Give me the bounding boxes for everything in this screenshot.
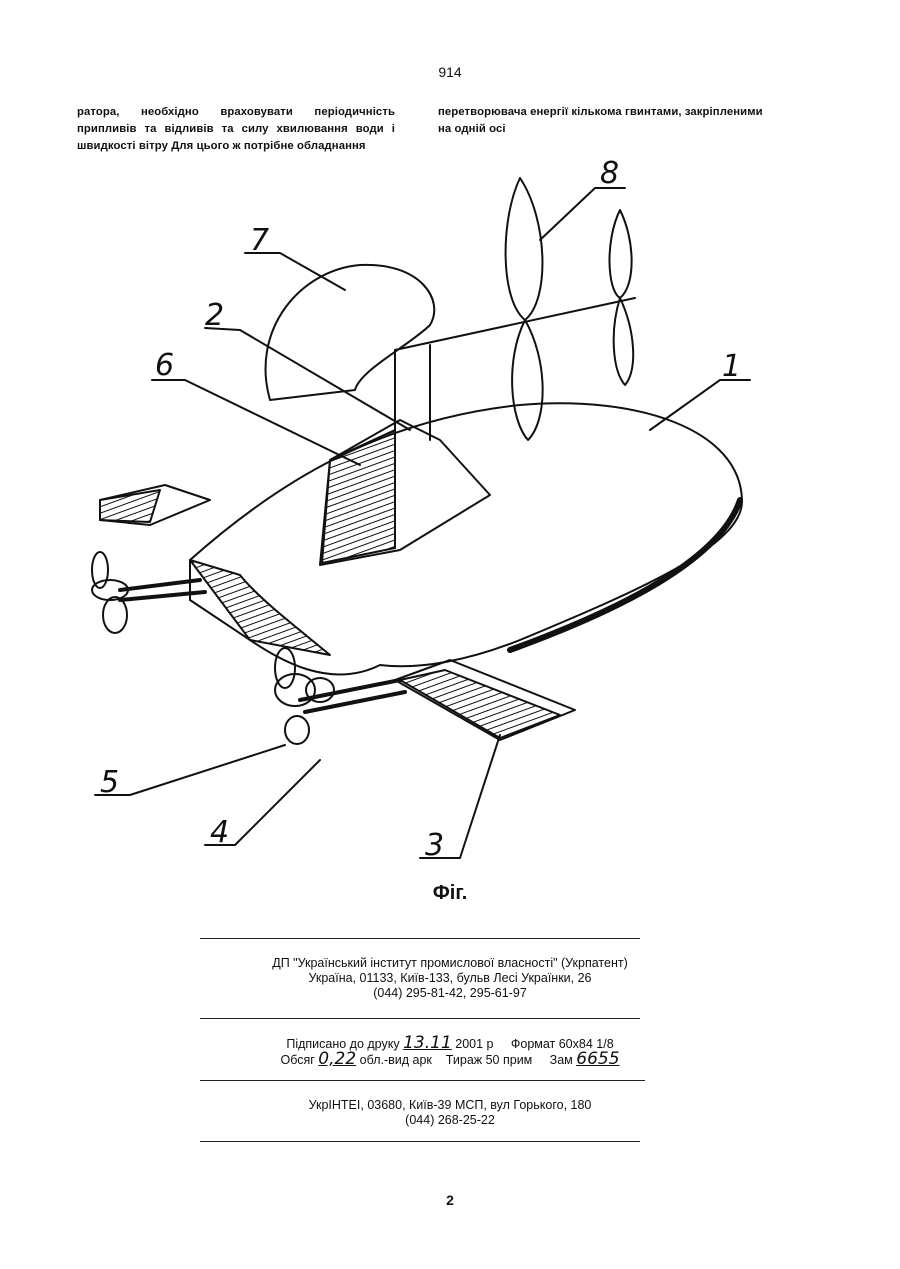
label-4: 4 <box>210 815 229 850</box>
printer-line-1: УкрІНТЕІ, 03680, Київ-39 МСП, вул Горько… <box>0 1098 900 1113</box>
publisher-line-3: (044) 295-81-42, 295-61-97 <box>0 986 900 1001</box>
print-year: 2001 р <box>455 1037 493 1051</box>
divider <box>200 938 640 939</box>
text-column-left: ратора, необхідно враховувати періодичні… <box>77 104 395 155</box>
rotor-blade-1 <box>506 178 543 320</box>
page-number-bottom: 2 <box>0 1192 900 1208</box>
rotor-blade-2 <box>512 320 543 440</box>
label-5: 5 <box>100 765 119 800</box>
leader-1 <box>650 380 750 430</box>
divider <box>200 1080 645 1081</box>
left-stabilizer-hatch <box>100 490 160 522</box>
rotor-blade-4 <box>614 298 634 385</box>
divider <box>200 1018 640 1019</box>
boom-left <box>120 580 205 600</box>
mast-fairing-hatched <box>322 430 395 563</box>
hull-hatched-front <box>190 560 330 655</box>
publisher-block: ДП "Український інститут промислової вла… <box>0 956 900 1001</box>
mast <box>395 345 430 548</box>
leader-2 <box>205 328 410 430</box>
label-3: 3 <box>425 828 444 863</box>
volume-unit: обл.-вид арк <box>360 1053 432 1067</box>
circulation: Тираж 50 прим <box>446 1053 532 1067</box>
label-2: 2 <box>205 298 224 333</box>
text-column-right: перетворювача енергії кількома гвинтами,… <box>438 104 768 138</box>
figure-caption: Фіг. <box>0 882 900 905</box>
volume-value: 0,22 <box>318 1049 356 1069</box>
publisher-line-1: ДП "Український інститут промислової вла… <box>0 956 900 971</box>
signed-value: 13.11 <box>403 1033 452 1053</box>
printer-block: УкрІНТЕІ, 03680, Київ-39 МСП, вул Горько… <box>0 1098 900 1128</box>
propeller-left <box>92 552 128 633</box>
sail <box>266 265 435 400</box>
printer-line-2: (044) 268-25-22 <box>0 1113 900 1128</box>
leader-5 <box>95 745 285 795</box>
label-7: 7 <box>250 223 269 258</box>
label-1: 1 <box>722 349 741 384</box>
patent-drawing: 8 7 2 6 1 5 4 3 <box>0 150 900 870</box>
rotor-blade-3 <box>609 210 631 298</box>
boom-right <box>300 680 405 712</box>
label-8: 8 <box>600 156 619 191</box>
label-6: 6 <box>155 348 174 383</box>
divider <box>200 1141 640 1142</box>
order-label: Зам <box>550 1053 573 1067</box>
print-details: Підписано до друку 13.11 2001 р Формат 6… <box>0 1036 900 1068</box>
order-value: 6655 <box>576 1049 619 1069</box>
hull-edge-shadow <box>510 500 740 650</box>
volume-label: Обсяг <box>280 1053 314 1067</box>
publisher-line-2: Україна, 01133, Київ-133, бульв Лесі Укр… <box>0 971 900 986</box>
page-number-top: 914 <box>0 64 900 80</box>
